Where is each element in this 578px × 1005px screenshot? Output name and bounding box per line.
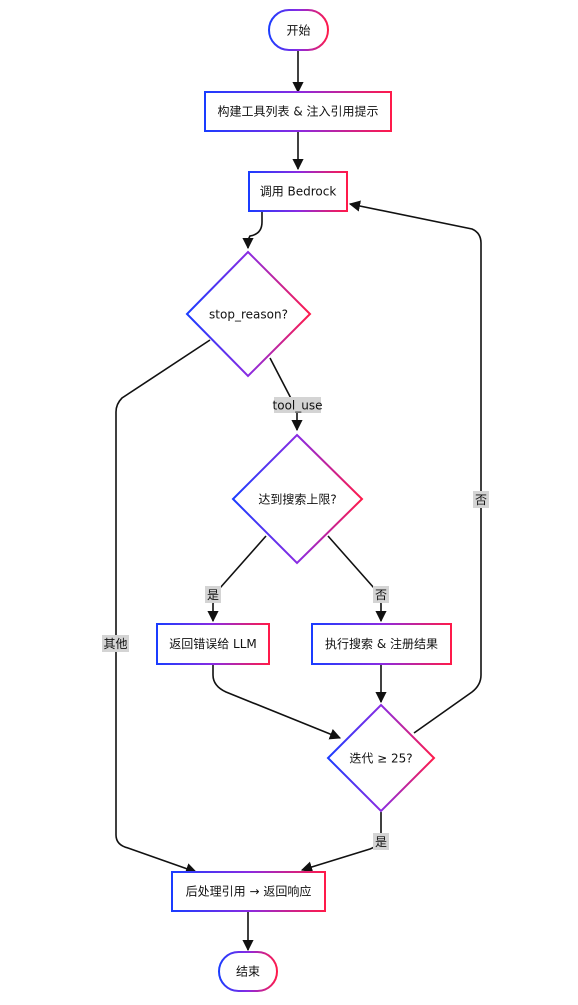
edge-label-other: 其他 — [102, 635, 129, 652]
stop-reason-decision: stop_reason? — [185, 250, 312, 378]
start-label: 开始 — [286, 24, 310, 38]
end-label: 结束 — [236, 965, 260, 979]
edge-call-to-stop — [242, 211, 263, 250]
edge-label-yes-limit-text: 是 — [207, 588, 219, 602]
iteration-label: 迭代 ≥ 25? — [349, 752, 412, 766]
edge-search-limit-to-error — [207, 535, 267, 623]
edge-label-no-iter-text: 否 — [475, 493, 487, 507]
edge-label-no-limit: 否 — [373, 586, 389, 603]
edge-label-tool-use-text: tool_use — [273, 399, 323, 413]
post-process-node: 后处理引用 → 返回响应 — [171, 871, 326, 912]
search-limit-decision: 达到搜索上限? — [231, 433, 364, 565]
build-tools-label: 构建工具列表 & 注入引用提示 — [218, 104, 379, 119]
edge-stop-to-search-limit — [269, 357, 303, 432]
edge-label-yes-limit: 是 — [205, 586, 221, 603]
edge-error-to-iter — [212, 664, 342, 740]
edge-label-no-limit-text: 否 — [375, 588, 387, 602]
edge-search-limit-to-execute — [327, 535, 387, 623]
return-error-label: 返回错误给 LLM — [169, 637, 257, 651]
iteration-decision: 迭代 ≥ 25? — [326, 703, 436, 813]
start-node: 开始 — [268, 9, 329, 51]
execute-search-node: 执行搜索 & 注册结果 — [311, 623, 452, 665]
edge-label-no-iter: 否 — [473, 491, 489, 508]
edge-iter-to-postprocess — [300, 812, 382, 873]
end-node: 结束 — [218, 951, 278, 992]
edge-iter-to-call-loop — [348, 200, 482, 734]
nodes: 开始 构建工具列表 & 注入引用提示 调用 Bedrock stop_reaso… — [156, 9, 452, 992]
edge-label-other-text: 其他 — [103, 637, 127, 651]
execute-search-label: 执行搜索 & 注册结果 — [325, 636, 438, 651]
build-tools-node: 构建工具列表 & 注入引用提示 — [204, 91, 392, 132]
return-error-node: 返回错误给 LLM — [156, 623, 270, 665]
edge-stop-to-postprocess — [115, 339, 211, 874]
call-bedrock-label: 调用 Bedrock — [260, 185, 337, 199]
edge-labels: tool_use 其他 是 否 否 是 — [102, 397, 489, 850]
edge-label-yes-iter: 是 — [373, 833, 389, 850]
edge-label-yes-iter-text: 是 — [375, 835, 387, 849]
post-process-label: 后处理引用 → 返回响应 — [186, 884, 312, 899]
edge-label-tool-use: tool_use — [273, 397, 323, 413]
call-bedrock-node: 调用 Bedrock — [248, 171, 348, 212]
search-limit-label: 达到搜索上限? — [258, 492, 336, 507]
stop-reason-label: stop_reason? — [209, 308, 288, 322]
